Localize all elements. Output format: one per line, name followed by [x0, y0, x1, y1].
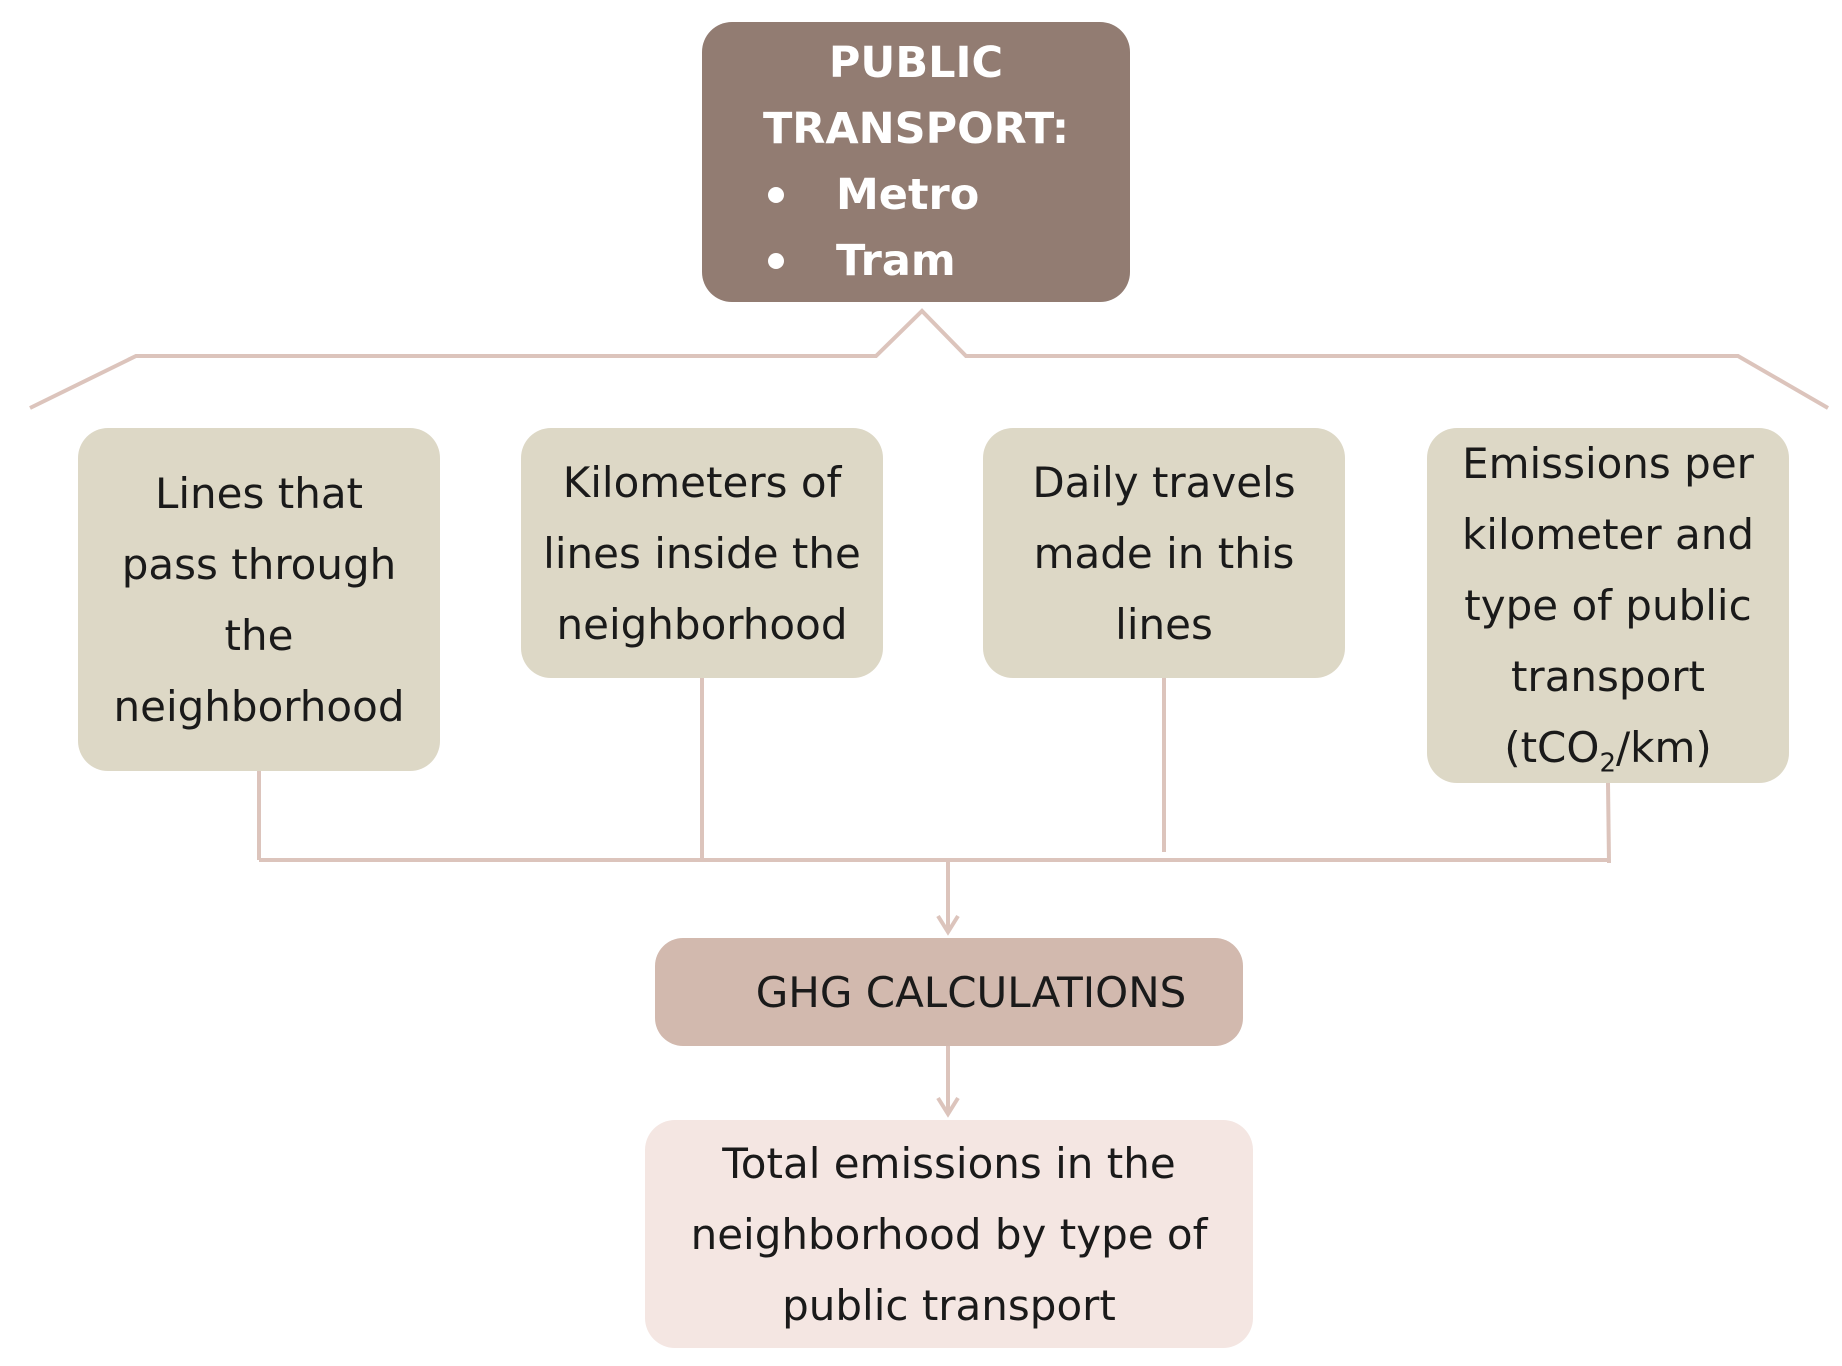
transport-mode-list: Metro Tram [756, 162, 979, 294]
ghg-calculations-label: GHG CALCULATIONS [755, 967, 1187, 1017]
emissions-per-km-box: Emissions per kilometer and type of publ… [1427, 428, 1789, 783]
input-drop-lines [257, 678, 1611, 864]
transport-mode-item: Metro [756, 162, 979, 228]
box-text-line: neighborhood [113, 681, 405, 731]
box-text-line: neighborhood by type of [690, 1209, 1208, 1259]
bullet-icon [768, 187, 784, 203]
box-text-line: lines [1115, 599, 1213, 649]
box-text-line: Kilometers of [562, 457, 842, 507]
transport-mode-label: Tram [836, 236, 956, 286]
transport-mode-label: Metro [836, 170, 980, 220]
box-text-line: public transport [782, 1280, 1116, 1330]
ghg-calculations-box: GHG CALCULATIONS [655, 938, 1243, 1046]
box-text-line: Lines that [154, 468, 364, 518]
total-emissions-box: Total emissions in the neighborhood by t… [645, 1120, 1253, 1348]
box-text-line: kilometer and [1461, 510, 1755, 559]
arrow-to-result [936, 1046, 960, 1118]
public-transport-title-line1: PUBLIC [828, 38, 1004, 88]
box-text-line: type of public [1464, 581, 1752, 630]
box-text-line: Daily travels [1032, 457, 1296, 507]
box-text-line: neighborhood [556, 599, 848, 649]
brace-connector [29, 308, 1830, 410]
kilometers-of-lines-box: Kilometers of lines inside the neighborh… [521, 428, 883, 678]
emissions-unit-suffix: /km) [1616, 723, 1712, 772]
emissions-unit: (tCO2/km) [1504, 712, 1712, 783]
bullet-icon [768, 253, 784, 269]
daily-travels-box: Daily travels made in this lines [983, 428, 1345, 678]
box-text-line: the [224, 610, 294, 660]
box-text-line: Emissions per [1462, 439, 1754, 488]
lines-through-neighborhood-box: Lines that pass through the neighborhood [78, 428, 440, 771]
emissions-unit-subscript: 2 [1599, 748, 1616, 779]
arrow-to-calculation [936, 860, 960, 936]
box-text-line: made in this [1033, 528, 1295, 578]
box-text-line: lines inside the [543, 528, 861, 578]
public-transport-box: PUBLIC TRANSPORT: Metro Tram [702, 22, 1130, 302]
public-transport-title-line2: TRANSPORT: [762, 104, 1070, 154]
box-text-line: transport [1510, 652, 1706, 701]
box-text-line: pass through [121, 539, 397, 589]
emissions-unit-prefix: (tCO [1504, 723, 1600, 772]
transport-mode-item: Tram [756, 228, 979, 294]
box-text-line: Total emissions in the [722, 1138, 1176, 1188]
